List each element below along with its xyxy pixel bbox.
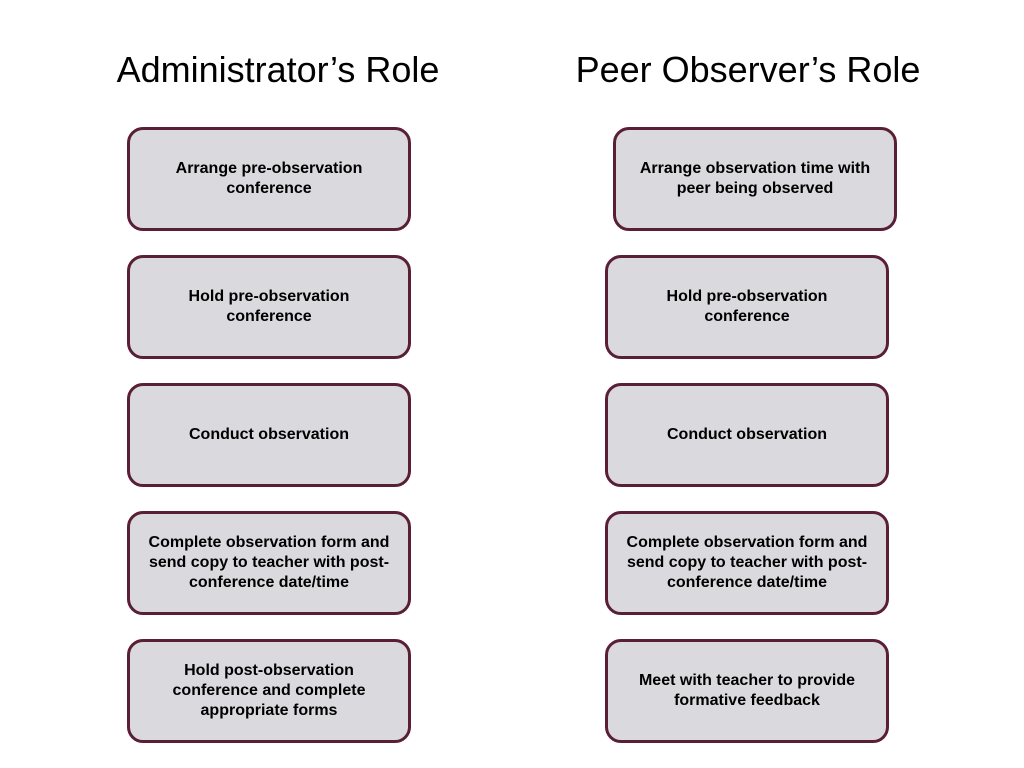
peer-step-5-text: Meet with teacher to provide formative f… (638, 672, 856, 709)
peer-step-1-text: Arrange observation time with peer being… (639, 160, 871, 197)
admin-step-4-box: Complete observation form and send copy … (127, 511, 411, 615)
admin-step-4-text: Complete observation form and send copy … (148, 534, 390, 591)
peer-step-2-box: Hold pre-observation conference (605, 255, 889, 359)
peer-step-5-box: Meet with teacher to provide formative f… (605, 639, 889, 743)
admin-step-2-box: Hold pre-observation conference (127, 255, 411, 359)
administrator-role-title: Administrator’s Role (116, 49, 440, 90)
admin-step-3-box: Conduct observation (127, 383, 411, 487)
peer-observer-role-title: Peer Observer’s Role (575, 49, 921, 90)
admin-step-2-text: Hold pre-observation conference (188, 288, 350, 325)
peer-step-1-box: Arrange observation time with peer being… (613, 127, 897, 231)
admin-step-5-box: Hold post-observation conference and com… (127, 639, 411, 743)
admin-step-1-box: Arrange pre-observation conference (127, 127, 411, 231)
peer-step-4-text: Complete observation form and send copy … (626, 534, 868, 591)
admin-step-3-text: Conduct observation (188, 426, 349, 443)
peer-step-3-box: Conduct observation (605, 383, 889, 487)
peer-step-2-text: Hold pre-observation conference (666, 288, 828, 325)
peer-step-3-text: Conduct observation (666, 426, 827, 443)
admin-step-5-text: Hold post-observation conference and com… (172, 662, 366, 719)
peer-step-4-box: Complete observation form and send copy … (605, 511, 889, 615)
admin-step-1-text: Arrange pre-observation conference (175, 160, 363, 197)
